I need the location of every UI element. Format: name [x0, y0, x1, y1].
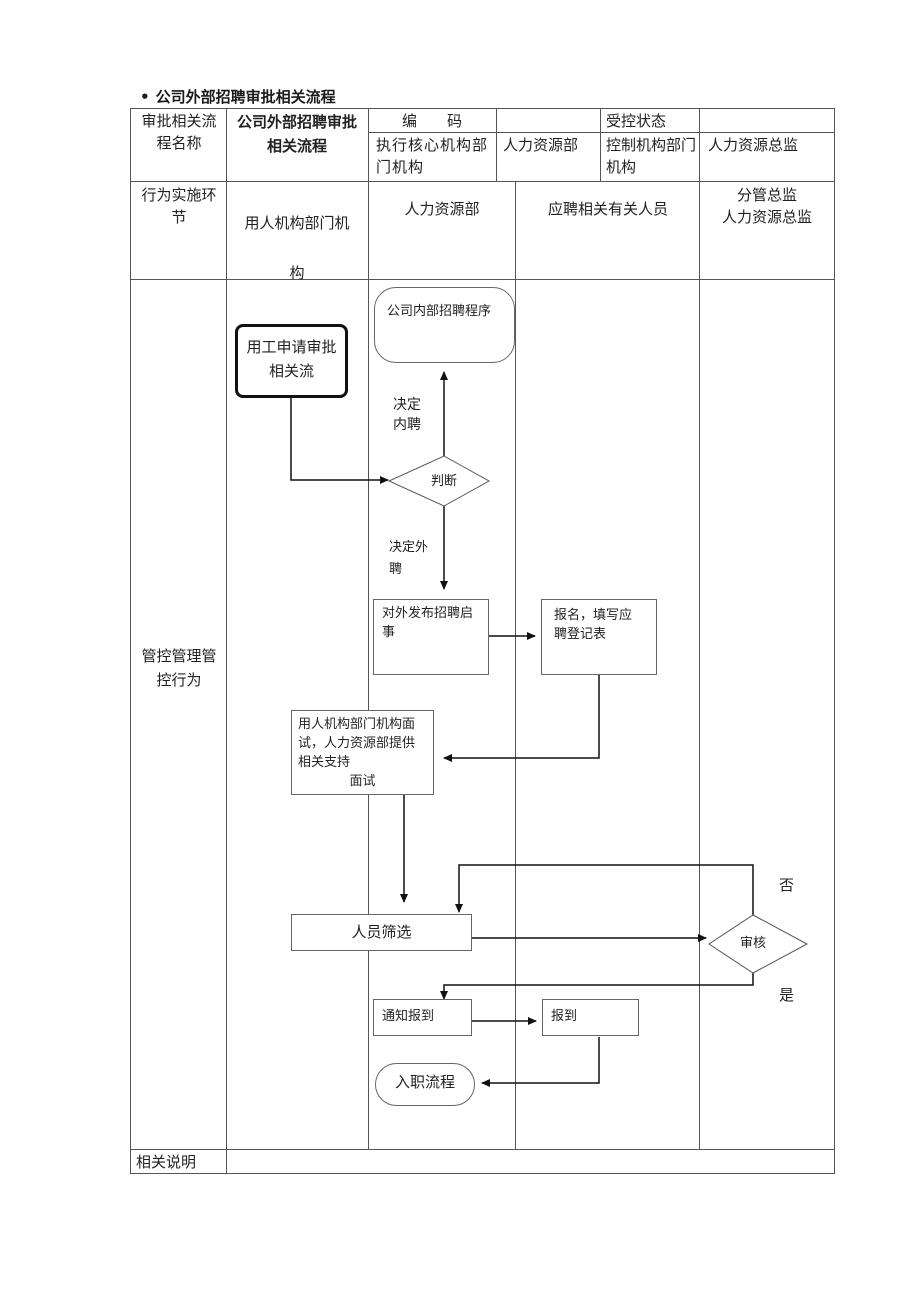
interview-desc: 用人机构部门机构面试，人力资源部提供相关支持: [298, 717, 416, 770]
table-left-border: [130, 108, 131, 1174]
control-unit-label: 控制机构部门机构: [606, 136, 697, 176]
interview-title: 面试: [349, 774, 376, 789]
control-status-label: 受控状态: [606, 112, 667, 130]
arrow-review-no: [455, 864, 754, 915]
review-label: 审核: [739, 936, 766, 951]
report-node: 报到: [542, 999, 639, 1036]
column-divider-2: [368, 108, 369, 1150]
yes-label: 是: [779, 986, 795, 1004]
judge-label: 判断: [430, 474, 457, 489]
judge-diamond: [387, 455, 491, 507]
decide-external-label: 决定外聘: [389, 540, 429, 577]
start-node: 用工申请审批相关流: [235, 324, 348, 398]
header-divider-a: [496, 108, 497, 182]
header-row-divider: [368, 132, 835, 133]
lane-applicants: 应聘相关有关人员: [547, 200, 668, 218]
arrow-report-to-onboard: [481, 1037, 600, 1087]
flow-name-value: 公司外部招聘审批相关流程: [236, 113, 357, 155]
footer-top-border: [130, 1149, 835, 1150]
notify-node: 通知报到: [373, 999, 472, 1036]
lane-director-2: 人力资源总监: [721, 208, 812, 226]
control-unit-value: 人力资源总监: [708, 136, 799, 154]
lane-header-bottom-border: [130, 279, 835, 280]
interview-node: 用人机构部门机构面试，人力资源部提供相关支持 面试: [291, 710, 434, 795]
table-top-border: [130, 108, 835, 109]
flow-name-label: 审批相关流程名称: [141, 112, 217, 152]
lane-director-1: 分管总监: [736, 186, 797, 204]
no-label: 否: [779, 876, 795, 894]
exec-unit-label: 执行核心机构部门机构: [376, 136, 489, 176]
internal-recruit-node: 公司内部招聘程序: [374, 287, 515, 363]
control-behavior-label: 管控管理管控行为: [141, 647, 217, 689]
header-bottom-border: [130, 181, 835, 182]
arrow-start-to-judge: [290, 398, 389, 484]
lane-dept: 用人机构部门机构: [244, 214, 350, 282]
column-divider-4: [699, 108, 700, 1150]
arrow-apply-to-interview: [443, 675, 600, 762]
column-divider-3: [515, 181, 516, 1150]
lane-row-label: 行为实施环节: [141, 186, 217, 226]
table-bottom-border: [130, 1173, 835, 1174]
onboard-node: 入职流程: [375, 1063, 475, 1106]
table-right-border: [834, 108, 835, 1174]
exec-unit-value: 人力资源部: [503, 136, 579, 154]
decide-internal-label: 决定内聘: [393, 397, 421, 433]
header-divider-b: [600, 108, 601, 182]
apply-node: 报名，填写应聘登记表: [541, 599, 657, 675]
publish-node: 对外发布招聘启事: [373, 599, 489, 675]
notes-label: 相关说明: [136, 1153, 197, 1171]
arrow-review-yes: [440, 962, 754, 1000]
review-diamond: [708, 914, 809, 974]
code-label: 编 码: [401, 112, 462, 130]
bullet-icon: •: [140, 88, 150, 106]
column-divider-1: [226, 108, 227, 1174]
lane-hr: 人力资源部: [404, 200, 480, 218]
document-title: •公司外部招聘审批相关流程: [140, 88, 336, 106]
screen-node: 人员筛选: [291, 914, 472, 951]
